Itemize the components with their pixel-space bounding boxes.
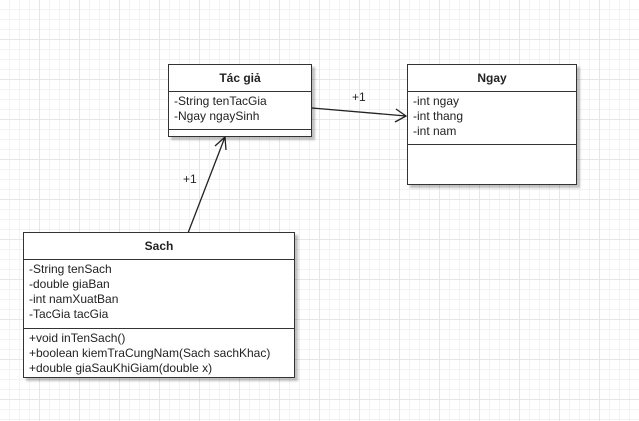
attributes-section: -String tenSach -double giaBan -int namX… (24, 260, 294, 329)
attribute: -String tenSach (29, 262, 112, 276)
method: +boolean kiemTraCungNam(Sach sachKhac) (29, 346, 271, 360)
multiplicity-sach-tacgia: +1 (183, 172, 197, 186)
attribute: -int thang (413, 109, 464, 123)
attribute: -int ngay (413, 94, 460, 108)
arrowhead-tacgia (214, 135, 227, 151)
attributes-section: -int ngay -int thang -int nam (408, 92, 576, 145)
association-sach-tacgia (187, 136, 226, 234)
attribute: -String tenTacGia (174, 94, 267, 108)
class-ngay[interactable]: Ngay -int ngay -int thang -int nam (407, 64, 577, 185)
methods-section (408, 145, 576, 149)
method: +double giaSauKhiGiam(double x) (29, 361, 213, 375)
method: +void inTenSach() (29, 331, 126, 345)
attribute: -double giaBan (29, 277, 110, 291)
methods-section (169, 130, 311, 134)
attribute: -Ngay ngaySinh (174, 109, 260, 123)
attribute: -TacGia tacGia (29, 307, 109, 321)
class-name: Ngay (408, 65, 576, 92)
class-tacgia[interactable]: Tác giả -String tenTacGia -Ngay ngaySinh (168, 64, 312, 137)
class-name: Tác giả (169, 65, 311, 92)
multiplicity-tacgia-ngay: +1 (352, 90, 366, 104)
class-sach[interactable]: Sach -String tenSach -double giaBan -int… (23, 232, 295, 378)
methods-section: +void inTenSach() +boolean kiemTraCungNa… (24, 329, 294, 378)
arrowhead-ngay (394, 108, 408, 123)
association-tacgia-ngay (311, 107, 407, 117)
class-name: Sach (24, 233, 294, 260)
attribute: -int nam (413, 124, 457, 138)
attribute: -int namXuatBan (29, 292, 119, 306)
attributes-section: -String tenTacGia -Ngay ngaySinh (169, 92, 311, 130)
